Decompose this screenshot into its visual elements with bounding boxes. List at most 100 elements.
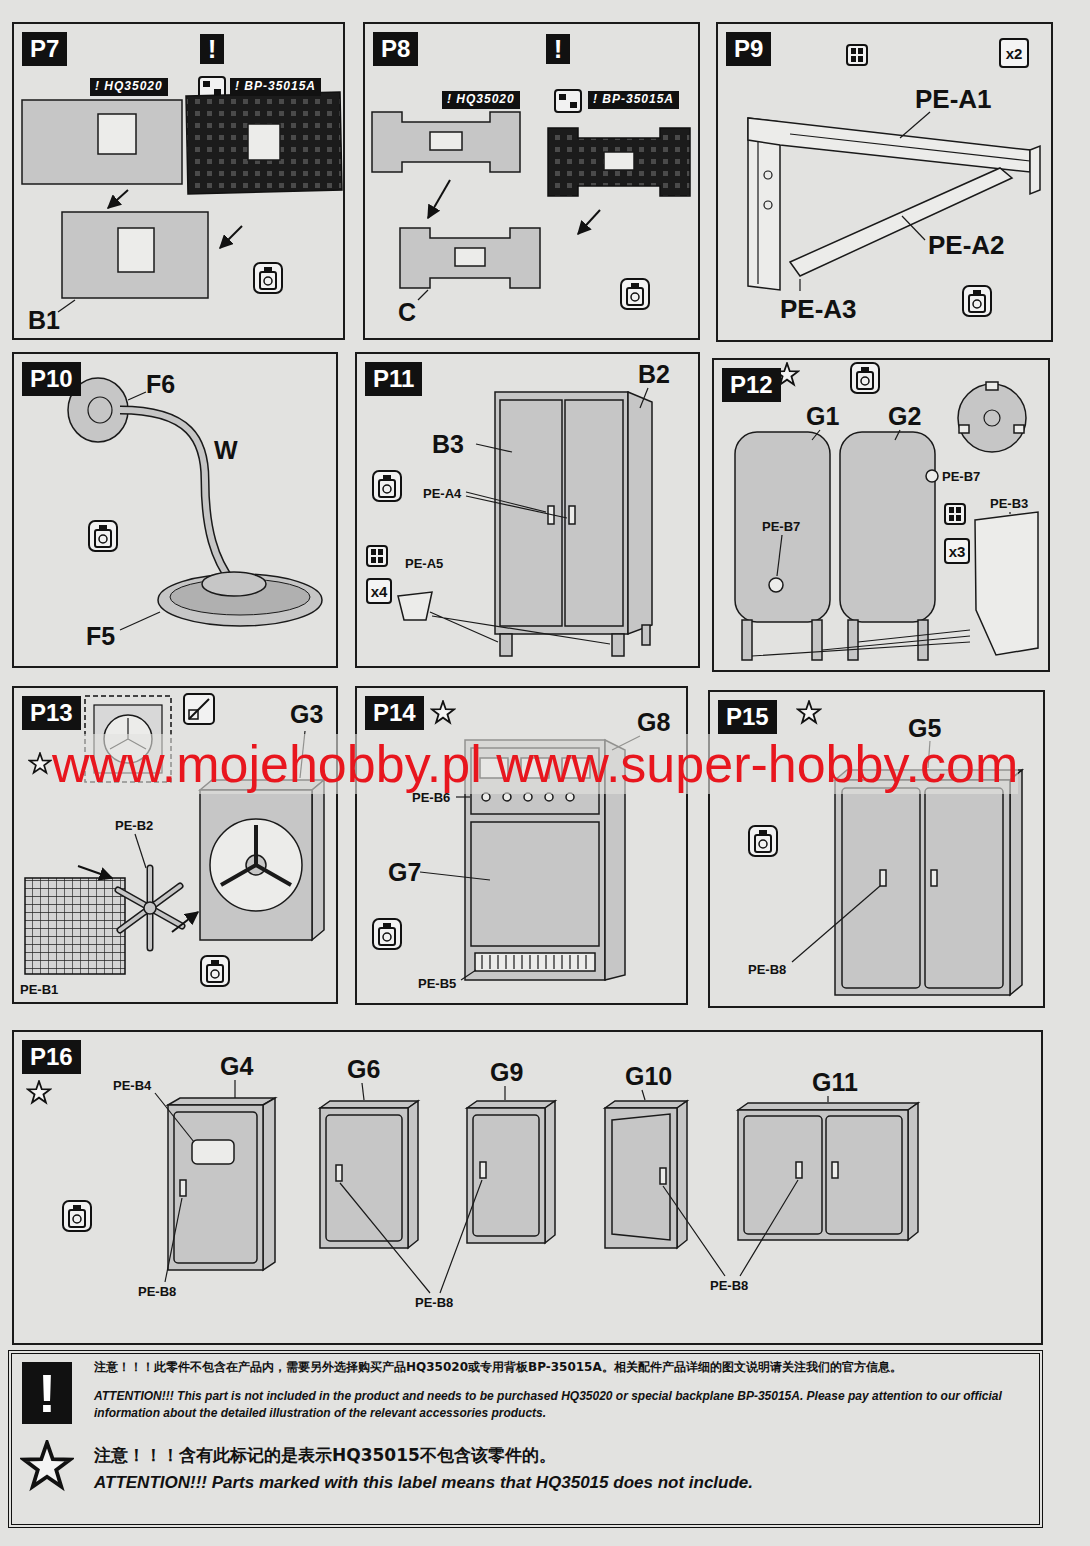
part-name: G11	[812, 1068, 858, 1097]
step-number: P14	[365, 696, 424, 730]
part-drawing	[400, 228, 540, 288]
part-name: B2	[638, 360, 670, 389]
leader-line	[812, 430, 820, 440]
pencil-icon	[189, 699, 209, 719]
leader-line	[895, 430, 900, 440]
part-drawing	[848, 620, 858, 660]
accessory-tag: ! BP-35015A	[230, 78, 321, 96]
part-drawing	[826, 1116, 902, 1234]
part-drawing	[612, 1114, 670, 1240]
part-drawing	[326, 1115, 402, 1241]
leader-line	[799, 279, 800, 291]
leader-line	[456, 796, 470, 797]
leader-line	[461, 970, 476, 980]
label-anchor: G2	[888, 402, 921, 431]
link-icon	[555, 90, 581, 112]
step-panel: P9x2	[716, 22, 1053, 342]
label-anchor: F6	[146, 370, 175, 399]
accessory-tag: ! HQ35020	[90, 78, 168, 96]
part-drawing	[62, 212, 208, 298]
fold-icon	[367, 546, 387, 566]
part-drawing	[925, 788, 1003, 988]
leader-line	[362, 1083, 364, 1100]
part-drawing	[336, 1165, 342, 1181]
label-anchor: C	[398, 298, 416, 327]
quantity-box: x3	[944, 538, 970, 564]
part-name: G1	[806, 402, 839, 431]
part-drawing	[22, 92, 1040, 1270]
step-panel: P7!! HQ35020! BP-35015A	[12, 22, 345, 340]
photo-etch-part-name: PE-A4	[423, 486, 461, 501]
part-drawing	[118, 228, 154, 272]
label-anchor: G1	[806, 402, 839, 431]
part-drawing	[98, 114, 136, 154]
part-drawing	[168, 1105, 263, 1270]
part-name: B1	[28, 306, 60, 335]
glue-icon	[963, 286, 991, 316]
part-name: W	[214, 436, 238, 465]
part-drawing	[545, 793, 553, 801]
part-drawing	[986, 382, 998, 390]
photo-etch-part-name: PE-B5	[418, 976, 456, 991]
part-name: G6	[347, 1055, 380, 1084]
quantity-box: x2	[999, 38, 1029, 68]
part-drawing	[118, 868, 182, 948]
label-anchor: G8	[637, 708, 670, 737]
label-anchor: G11	[812, 1068, 858, 1097]
part-drawing	[764, 171, 772, 179]
part-drawing	[959, 425, 969, 433]
star-mark	[432, 701, 454, 722]
leader-line	[418, 290, 428, 300]
part-drawing	[475, 953, 595, 971]
photo-etch-part-name: PE-B1	[20, 982, 58, 997]
part-drawing	[677, 1101, 687, 1248]
part-drawing	[120, 410, 232, 582]
assembly-arrow	[578, 210, 600, 234]
photo-etch-part-name: PE-B2	[115, 818, 153, 833]
part-name: G3	[290, 700, 323, 729]
part-drawing	[842, 788, 920, 988]
assembly-arrow	[172, 912, 198, 932]
part-name: PE-A2	[928, 230, 1005, 261]
step-number: P8	[373, 32, 418, 66]
part-drawing	[192, 1140, 234, 1164]
part-drawing	[503, 793, 511, 801]
link-icon	[214, 89, 221, 95]
attention-note: 注意！！！此零件不包含在产品内，需要另外选择购买产品HQ35020或专用背板BP…	[8, 1350, 1043, 1528]
photo-etch-part-name: PE-B8	[138, 1284, 176, 1299]
part-name: B3	[432, 430, 464, 459]
label-anchor: PE-B4	[113, 1078, 151, 1093]
label-anchor: W	[214, 436, 238, 465]
part-drawing	[372, 112, 520, 172]
label-anchor: B2	[638, 360, 670, 389]
part-drawing	[1010, 770, 1022, 995]
step-panel: P12x3	[712, 358, 1050, 672]
part-drawing	[612, 634, 624, 656]
part-name: G5	[908, 714, 941, 743]
part-drawing	[118, 868, 182, 948]
photo-etch-part-name: PE-B3	[990, 496, 1028, 511]
part-drawing	[738, 1103, 918, 1110]
leader-line	[900, 112, 930, 138]
product-code: ! HQ35020	[95, 79, 163, 95]
label-anchor: PE-B8	[415, 1295, 453, 1310]
leader-line	[58, 300, 75, 312]
leader-line	[340, 1180, 482, 1293]
note-text: ATTENTION!!! Parts marked with this labe…	[94, 1472, 1025, 1494]
leader-line	[155, 1093, 194, 1142]
label-anchor: F5	[86, 622, 115, 651]
photo-etch-part-name: PE-B8	[415, 1295, 453, 1310]
note-text: 注意！！！含有此标记的是表示HQ35015不包含该零件的。	[94, 1444, 1025, 1466]
part-name: G2	[888, 402, 921, 431]
quantity: x2	[1006, 46, 1023, 61]
leader-line	[420, 872, 490, 880]
leader-line	[120, 612, 160, 630]
part-drawing	[545, 1101, 555, 1243]
leader-line	[827, 1096, 828, 1102]
leader-line	[642, 1090, 645, 1100]
fold-icon	[945, 504, 965, 524]
part-drawing	[931, 870, 937, 886]
label-anchor: PE-A2	[928, 230, 1005, 261]
step-number: P16	[22, 1040, 81, 1074]
part-drawing	[408, 1101, 418, 1248]
